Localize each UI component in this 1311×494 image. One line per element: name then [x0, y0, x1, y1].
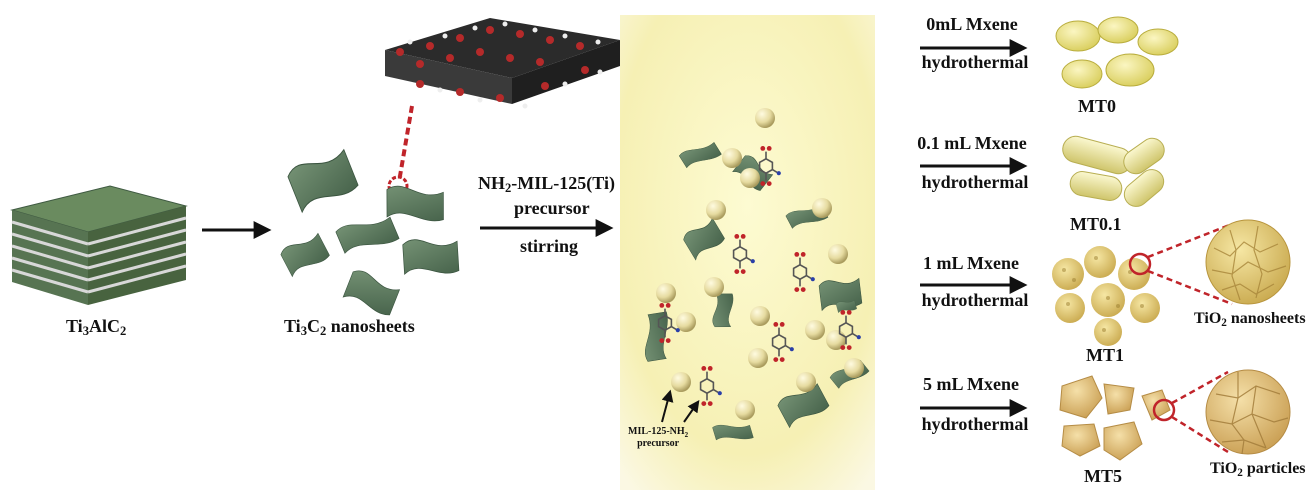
precursor-label: MIL-125-NH2 precursor: [628, 426, 689, 449]
pointer-arrow-2: [683, 400, 700, 423]
mt5-zoom-line-top: [1171, 370, 1229, 405]
zoom-dashed-line: [398, 105, 414, 177]
row-1-amount: 0.1 mL Mxene: [917, 133, 1027, 153]
mt1-zoom-line-top: [1147, 222, 1233, 259]
nanosheets-zoom-view: [1205, 219, 1291, 305]
mt01-label: MT0.1: [1070, 214, 1122, 234]
ti3c2-nanosheets-label: Ti3C2 nanosheets: [284, 316, 415, 338]
mt1-label: MT1: [1086, 345, 1124, 365]
mt5-zoom-line-bottom: [1171, 415, 1229, 454]
mt5-zoom-circle: [1152, 398, 1176, 422]
row-2-amount: 1 mL Mxene: [923, 253, 1019, 273]
row-1-method: hydrothermal: [921, 172, 1029, 192]
ti3c2-nanosheets: [277, 147, 465, 326]
ti3alc2-block: [10, 185, 188, 305]
row-3-method: hydrothermal: [921, 414, 1029, 434]
mt5-label: MT5: [1084, 466, 1122, 486]
mt1-zoom-circle: [1128, 252, 1152, 276]
reagent-line-3: stirring: [520, 236, 578, 256]
mt01-product: [1062, 135, 1165, 207]
row-2-method: hydrothermal: [921, 290, 1029, 310]
row-0-amount: 0mL Mxene: [926, 14, 1018, 34]
tio2-particles-label: TiO2 particles: [1210, 460, 1306, 479]
mxene-atomic-model: [385, 18, 620, 109]
ti3alc2-label: Ti3AlC2: [66, 316, 127, 338]
row-0-method: hydrothermal: [921, 52, 1029, 72]
mt5-product: [1059, 375, 1171, 461]
row-3-amount: 5 mL Mxene: [923, 374, 1019, 394]
reagent-line-1: NH2-MIL-125(Ti): [478, 173, 615, 195]
tio2-nanosheets-label: TiO2 nanosheets: [1194, 310, 1306, 329]
reagent-line-2: precursor: [514, 198, 590, 218]
particles-zoom-view: [1205, 369, 1291, 455]
mt1-zoom-line-bottom: [1147, 269, 1233, 306]
mt1-product: [1052, 246, 1160, 346]
mt0-label: MT0: [1078, 96, 1116, 116]
mt0-product: [1055, 16, 1179, 89]
pointer-arrow-1: [661, 389, 674, 423]
